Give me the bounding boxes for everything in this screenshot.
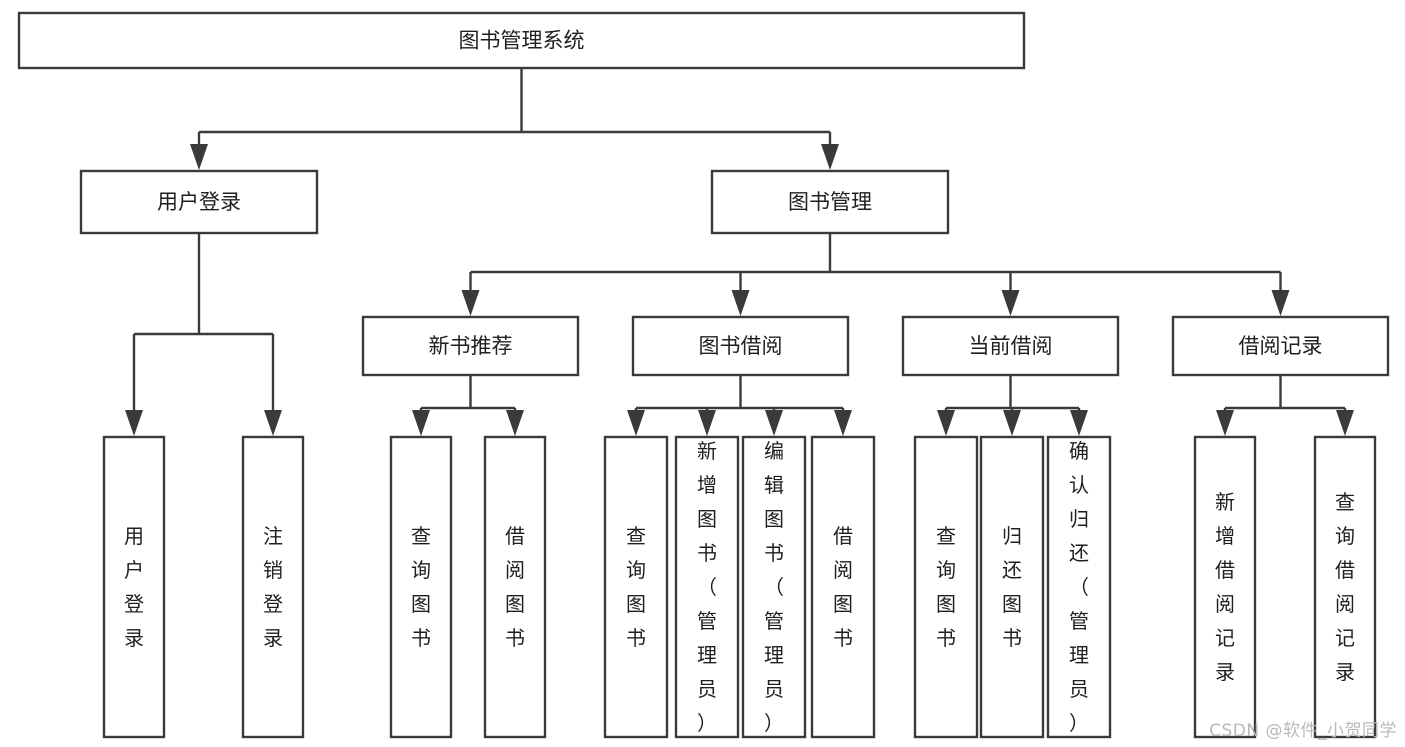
node-label-leaf-borrow-book-1: 借阅图书	[505, 524, 525, 650]
node-label-leaf-user-login: 用户登录	[124, 524, 144, 650]
node-label-leaf-query-record: 查询借阅记录	[1335, 490, 1355, 684]
node-new-book-recommend[interactable]: 新书推荐	[361, 315, 580, 377]
node-leaf-query-book-1[interactable]: 查询图书	[389, 435, 453, 739]
node-label-leaf-logout: 注销登录	[263, 524, 283, 650]
node-label-leaf-add-record: 新增借阅记录	[1215, 490, 1235, 684]
node-label-user-login: 用户登录	[157, 190, 241, 214]
node-label-leaf-query-book-1: 查询图书	[411, 524, 431, 650]
node-label-leaf-query-book-2: 查询图书	[626, 524, 646, 650]
node-leaf-confirm-return[interactable]: 确认归还（管理员）	[1046, 435, 1112, 739]
node-leaf-return-book[interactable]: 归还图书	[979, 435, 1045, 739]
node-borrow-record[interactable]: 借阅记录	[1171, 315, 1390, 377]
connector-group-new-book-recommend	[412, 375, 524, 436]
node-leaf-borrow-book-2[interactable]: 借阅图书	[810, 435, 876, 739]
node-label-borrow-record: 借阅记录	[1239, 334, 1323, 358]
connector-group-book-manage	[461, 233, 1290, 316]
connector-group-user-login	[125, 233, 282, 436]
node-user-login[interactable]: 用户登录	[79, 169, 319, 235]
connector-layer	[125, 68, 1354, 436]
connector-group-current-borrow	[937, 375, 1088, 436]
connector-group-borrow-record	[1216, 375, 1354, 436]
node-leaf-user-login[interactable]: 用户登录	[102, 435, 166, 739]
node-label-book-manage: 图书管理	[788, 190, 872, 214]
node-leaf-edit-book[interactable]: 编辑图书（管理员）	[741, 435, 807, 739]
node-leaf-borrow-book-1[interactable]: 借阅图书	[483, 435, 547, 739]
node-book-borrow[interactable]: 图书借阅	[631, 315, 850, 377]
node-label-leaf-query-book-3: 查询图书	[936, 524, 956, 650]
node-label-book-borrow: 图书借阅	[699, 334, 783, 358]
node-layer: 图书管理系统用户登录图书管理新书推荐图书借阅当前借阅借阅记录用户登录注销登录查询…	[17, 11, 1390, 739]
node-leaf-query-record[interactable]: 查询借阅记录	[1313, 435, 1377, 739]
node-leaf-logout[interactable]: 注销登录	[241, 435, 305, 739]
connector-group-book-borrow	[627, 375, 852, 436]
node-label-leaf-edit-book: 编辑图书（管理员）	[764, 439, 784, 735]
node-leaf-query-book-3[interactable]: 查询图书	[913, 435, 979, 739]
node-book-manage[interactable]: 图书管理	[710, 169, 950, 235]
node-leaf-add-book[interactable]: 新增图书（管理员）	[674, 435, 740, 739]
connector-group-root	[190, 68, 839, 170]
node-current-borrow[interactable]: 当前借阅	[901, 315, 1120, 377]
node-label-leaf-borrow-book-2: 借阅图书	[833, 524, 853, 650]
node-root[interactable]: 图书管理系统	[17, 11, 1026, 70]
node-label-leaf-return-book: 归还图书	[1002, 524, 1022, 650]
node-label-leaf-add-book: 新增图书（管理员）	[697, 439, 717, 735]
node-leaf-query-book-2[interactable]: 查询图书	[603, 435, 669, 739]
node-label-new-book-recommend: 新书推荐	[429, 334, 513, 358]
node-leaf-add-record[interactable]: 新增借阅记录	[1193, 435, 1257, 739]
node-label-root: 图书管理系统	[459, 29, 585, 53]
node-label-current-borrow: 当前借阅	[969, 334, 1053, 358]
node-label-leaf-confirm-return: 确认归还（管理员）	[1069, 439, 1089, 735]
